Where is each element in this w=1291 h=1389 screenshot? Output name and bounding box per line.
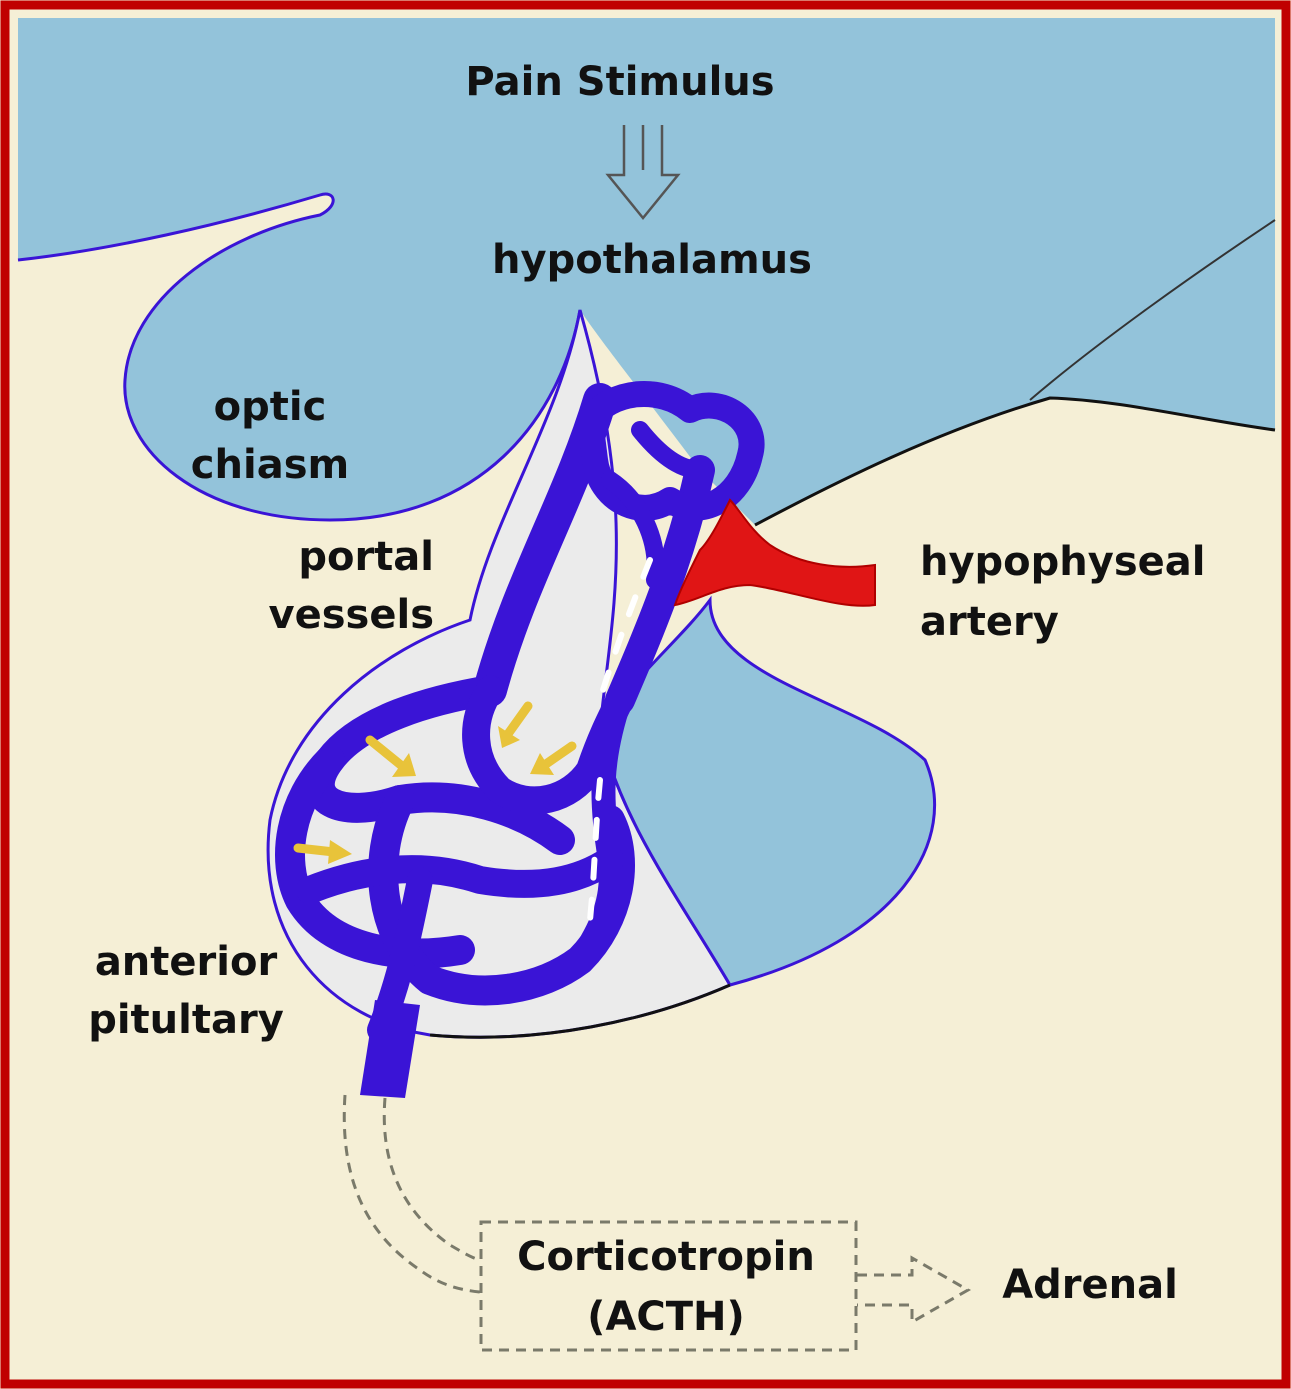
label-optic: optic xyxy=(214,384,327,430)
label-anterior: anterior xyxy=(95,939,278,985)
label-adrenal: Adrenal xyxy=(1002,1262,1178,1308)
label-artery: artery xyxy=(920,599,1059,645)
label-pain-stimulus: Pain Stimulus xyxy=(465,59,774,105)
label-chiasm: chiasm xyxy=(191,442,349,488)
label-acth: (ACTH) xyxy=(587,1294,745,1340)
label-hypothalamus: hypothalamus xyxy=(492,237,812,283)
label-vessels: vessels xyxy=(269,592,434,638)
label-pitultary: pitultary xyxy=(88,997,284,1043)
label-portal: portal xyxy=(298,534,434,580)
label-hypophyseal: hypophyseal xyxy=(920,539,1206,585)
label-corticotropin: Corticotropin xyxy=(517,1234,815,1280)
